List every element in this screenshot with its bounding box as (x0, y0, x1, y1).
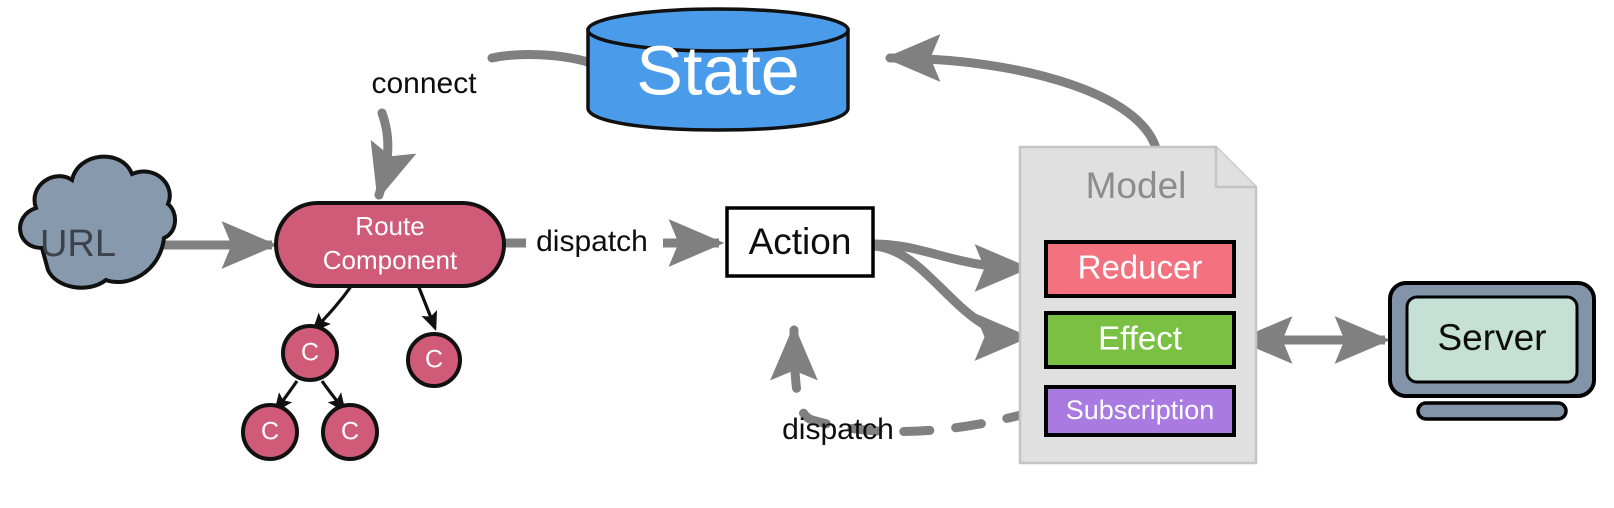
subscription-label: Subscription (1066, 395, 1215, 425)
component-circle (406, 332, 462, 388)
effect-box[interactable]: Effect (1044, 311, 1236, 369)
component-label: C (261, 418, 279, 446)
component-circle (321, 403, 379, 461)
edge-action-to-effect (869, 241, 1031, 361)
effect-shape (1044, 311, 1236, 369)
edge-route-to-component-2 (416, 284, 438, 331)
model-label: Model (1086, 165, 1187, 206)
subscription-box[interactable]: Subscription (1044, 385, 1236, 437)
component-node-1[interactable]: C (281, 324, 339, 382)
url-node[interactable]: URL (18, 154, 177, 290)
document-fold-flap (1214, 147, 1256, 189)
reducer-box[interactable]: Reducer (1044, 240, 1236, 298)
edge-route-to-component-1 (311, 284, 354, 333)
component-node-4[interactable]: C (321, 403, 379, 461)
component-node-2[interactable]: C (406, 332, 462, 388)
server-node[interactable]: Server (1388, 281, 1596, 421)
route-component-shape (274, 201, 506, 288)
route-component-label-line2: Component (323, 245, 458, 275)
subscription-shape (1044, 385, 1236, 437)
edge-state-to-connect (487, 50, 593, 67)
model-container[interactable]: Model Reducer Effect Subscription (1018, 145, 1258, 465)
component-label: C (301, 339, 319, 367)
edge-connect-to-route (370, 108, 417, 201)
component-label: C (425, 346, 443, 374)
cylinder-body (586, 28, 850, 132)
connect-label: connect (371, 67, 477, 100)
edge-model-to-state (884, 34, 1163, 165)
dispatch-label-top: dispatch (536, 225, 648, 258)
state-label: State (636, 31, 799, 109)
component-node-3[interactable]: C (241, 403, 299, 461)
monitor-screen (1405, 295, 1579, 384)
edge-subscription-to-action (770, 324, 1037, 437)
action-node[interactable]: Action (725, 206, 875, 278)
component-label: C (341, 418, 359, 446)
document-folded-corner-icon (1018, 145, 1258, 465)
route-component-node[interactable]: Route Component (274, 201, 506, 288)
effect-label: Effect (1098, 320, 1182, 357)
state-node[interactable]: State (586, 7, 850, 132)
server-label: Server (1438, 317, 1547, 358)
reducer-shape (1044, 240, 1236, 298)
action-label: Action (749, 221, 852, 262)
cylinder-top (586, 7, 850, 53)
dispatch-label-bottom: dispatch (782, 413, 894, 446)
cloud-icon (18, 154, 177, 290)
component-circle (241, 403, 299, 461)
monitor-stand (1416, 401, 1568, 421)
route-component-label-line1: Route (355, 211, 424, 241)
component-circle (281, 324, 339, 382)
reducer-label: Reducer (1078, 249, 1203, 286)
action-shape (725, 206, 875, 278)
url-label: URL (40, 223, 116, 265)
edge-action-to-reducer (869, 239, 1031, 292)
